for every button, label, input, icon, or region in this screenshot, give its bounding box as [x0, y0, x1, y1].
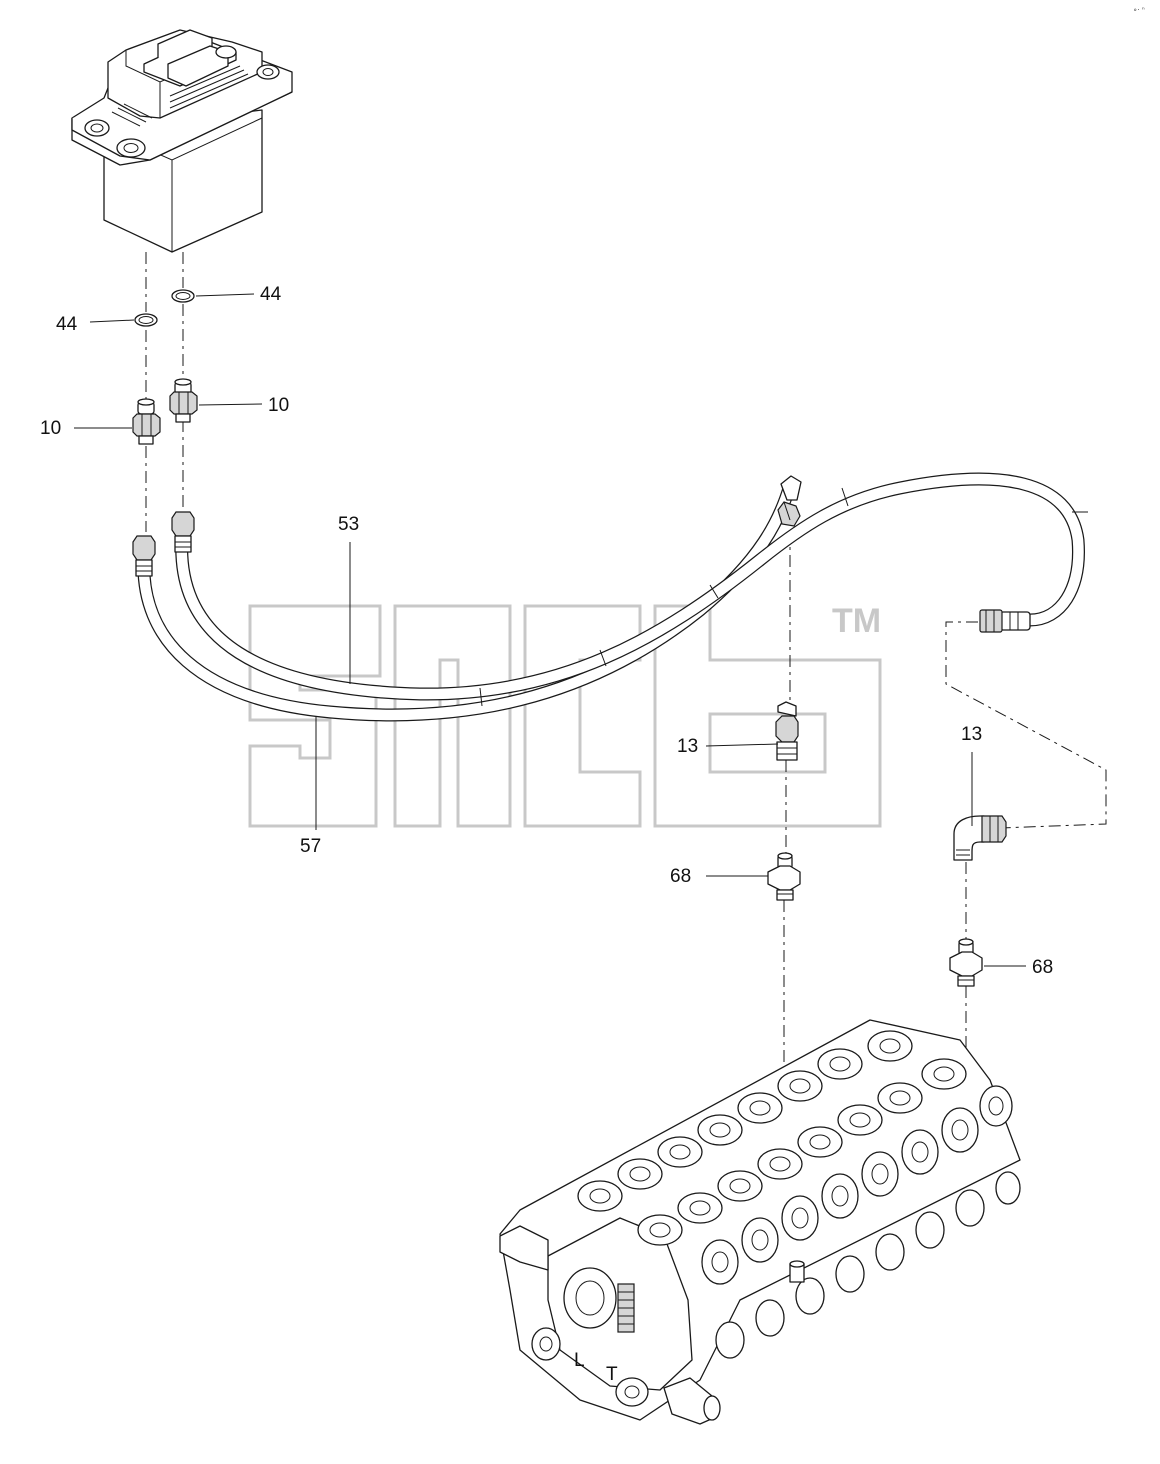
elbow-fitting-left [775, 701, 799, 761]
callout-labels: 44 44 10 10 53 57 13 13 68 68 [40, 284, 1053, 978]
spool-section [777, 1070, 939, 1175]
callout-44-upper: 44 [260, 284, 282, 305]
adapter-fitting-left [132, 398, 161, 445]
callout-57: 57 [300, 836, 321, 857]
spool-section [737, 1092, 899, 1197]
leader-lines [74, 293, 1026, 967]
spool-section [657, 1136, 819, 1241]
o-ring-upper [171, 289, 195, 303]
spool-section [817, 1048, 979, 1153]
callout-13-right: 13 [961, 724, 982, 745]
hose-end-fitting-right [171, 511, 195, 553]
connector-fitting-right [949, 938, 983, 987]
spool-section [617, 1158, 779, 1263]
callout-68-right: 68 [1032, 957, 1053, 978]
callout-13-left: 13 [677, 736, 698, 757]
hose-end-fitting-center [777, 475, 802, 527]
hose-end-fitting-left [132, 535, 156, 577]
valve-port-marking-right: T [606, 1364, 618, 1385]
spool-section [577, 1180, 739, 1285]
spool-section [697, 1114, 859, 1219]
o-ring-lower [134, 313, 158, 327]
watermark-trademark: TM [832, 602, 881, 640]
valve-port-marking-left: L [574, 1350, 585, 1371]
connector-fitting-left [767, 852, 801, 901]
callout-10-left: 10 [40, 418, 61, 439]
valve-spool-sections [577, 1030, 1021, 1359]
assembly-centerlines [145, 252, 1107, 1072]
adapter-fitting-right [169, 378, 198, 423]
pilot-control-block [71, 29, 293, 253]
elbow-fitting-right [953, 815, 1007, 861]
callout-68-left: 68 [670, 866, 691, 887]
callout-10-right: 10 [268, 395, 289, 416]
spool-section [867, 1030, 1013, 1127]
callout-44-lower: 44 [56, 314, 78, 335]
hose-end-fitting-far-right [979, 609, 1031, 633]
callout-53: 53 [338, 514, 359, 535]
corner-mark: ∘‧ ⁿ [1133, 6, 1145, 14]
hose-assembly-57 [137, 478, 797, 722]
hose-assembly-53 [175, 472, 1088, 707]
